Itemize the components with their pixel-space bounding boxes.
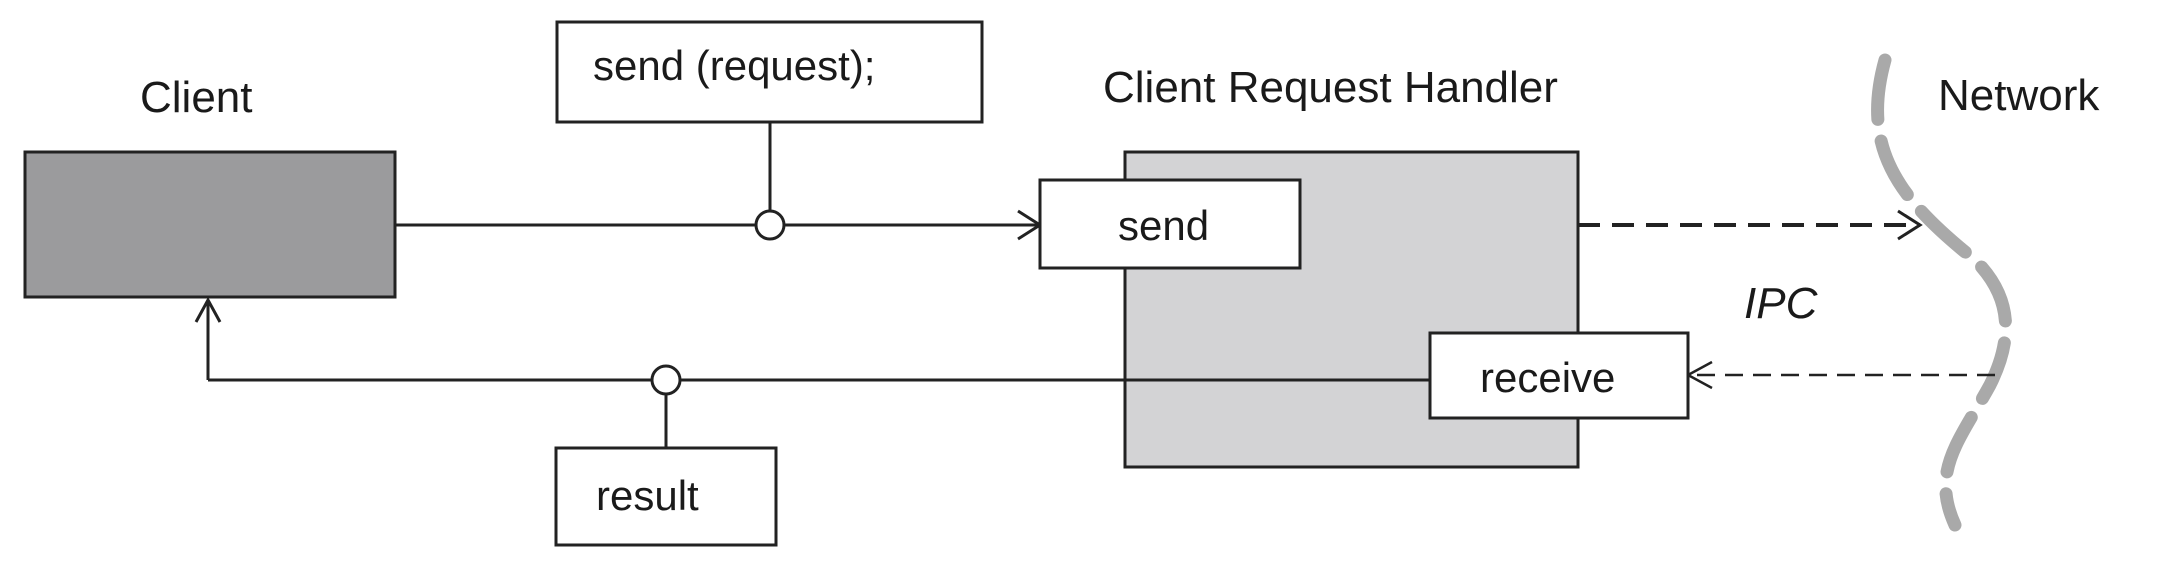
receive-box [1428, 331, 1690, 420]
result-text: result [596, 472, 699, 519]
send-box [1038, 178, 1302, 270]
send-request-box [555, 20, 984, 124]
result-arrowhead [194, 296, 222, 323]
result-junction [650, 364, 682, 396]
client-label: Client [140, 73, 253, 122]
request-junction [754, 209, 786, 241]
send-text: send [1118, 202, 1209, 249]
ipc-label: IPC [1744, 279, 1819, 328]
ipc-out-arrowhead [1897, 209, 1923, 241]
client-box [23, 150, 397, 299]
send-request-text: send (request); [593, 42, 875, 89]
network-label: Network [1938, 71, 2100, 120]
receive-text: receive [1480, 354, 1615, 401]
handler-label: Client Request Handler [1103, 63, 1558, 112]
network-boundary [1871, 53, 2013, 532]
